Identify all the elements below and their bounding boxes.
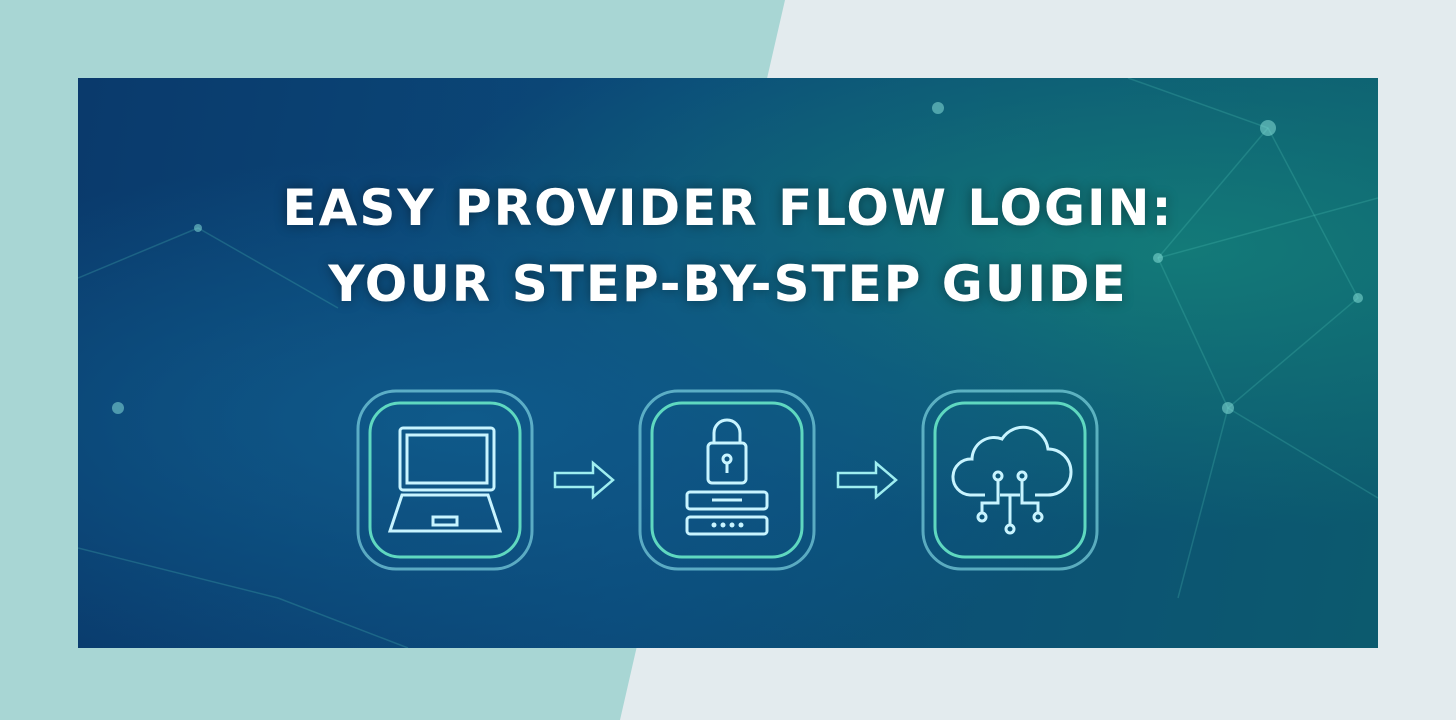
page-title: EASY PROVIDER FLOW LOGIN: YOUR STEP-BY-S…: [78, 170, 1378, 322]
arrow-right-icon: [836, 460, 898, 500]
laptop-icon: [387, 426, 503, 533]
title-line-1: EASY PROVIDER FLOW LOGIN:: [282, 179, 1174, 237]
laptop-step-box: [356, 389, 534, 571]
title-line-2: YOUR STEP-BY-STEP GUIDE: [328, 255, 1128, 313]
hero-banner: EASY PROVIDER FLOW LOGIN: YOUR STEP-BY-S…: [78, 78, 1378, 648]
login-step-box: [638, 389, 816, 571]
cloud-network-icon: [951, 425, 1073, 535]
arrow-right-icon: [553, 460, 615, 500]
network-background: [78, 78, 1378, 648]
lock-login-icon: [685, 418, 769, 536]
cloud-step-box: [921, 389, 1099, 571]
